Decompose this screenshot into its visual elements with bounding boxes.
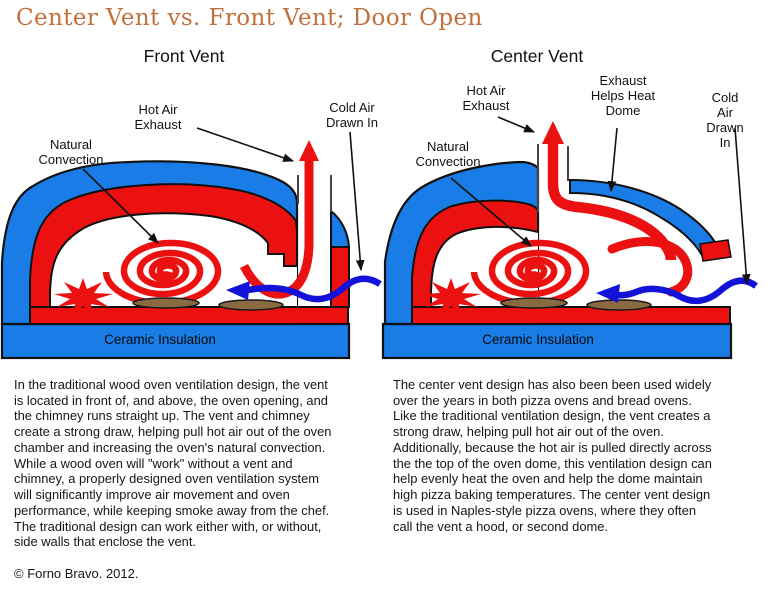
front-vent-description: In the traditional wood oven ventilation… — [14, 377, 332, 550]
leader-cold-air — [349, 131, 365, 272]
label-natural-convection-right: Natural Convection — [415, 139, 481, 170]
center-vent-description: The center vent design has also been bee… — [393, 377, 712, 534]
cold-air-arrow — [606, 277, 758, 305]
label-ceramic-insulation-left: Ceramic Insulation — [104, 332, 216, 347]
hot-air-arrowhead — [299, 140, 319, 161]
copyright-text: © Forno Bravo. 2012. — [14, 566, 139, 581]
cold-air-arrowhead — [226, 281, 250, 300]
label-cold-air-right: Cold Air Drawn In — [706, 90, 744, 151]
leader-hot-air — [497, 116, 536, 133]
center-vent-diagram — [381, 116, 758, 360]
label-cold-air-left: Cold Air Drawn In — [325, 100, 379, 131]
label-hot-air-exhaust-left: Hot Air Exhaust — [134, 102, 182, 133]
label-exhaust-helps-heat-dome: Exhaust Helps Heat Dome — [590, 73, 656, 119]
leader-exhaust-helps — [607, 127, 618, 193]
insulation-base — [0, 322, 351, 360]
dome-lining — [29, 183, 298, 325]
front-landing — [330, 208, 351, 248]
front-vent-diagram — [0, 127, 382, 360]
center-vent-title: Center Vent — [490, 46, 584, 66]
label-ceramic-insulation-right: Ceramic Insulation — [482, 332, 594, 347]
label-natural-convection-left: Natural Convection — [38, 137, 104, 168]
front-vent-title: Front Vent — [143, 46, 225, 66]
insulation-base — [381, 322, 733, 360]
label-hot-air-exhaust-right: Hot Air Exhaust — [462, 83, 510, 114]
cold-air-arrow — [247, 275, 382, 303]
leader-natural-convection — [450, 177, 532, 247]
shell-tip — [699, 239, 732, 262]
hot-air-arrowhead — [542, 121, 564, 144]
leader-natural-convection — [82, 168, 159, 244]
leader-hot-air — [196, 127, 295, 162]
cold-air-arrowhead — [596, 284, 620, 303]
page-title: Center Vent vs. Front Vent; Door Open — [16, 5, 483, 31]
leader-cold-air — [734, 127, 751, 286]
hot-air-intake-curve — [607, 237, 693, 297]
